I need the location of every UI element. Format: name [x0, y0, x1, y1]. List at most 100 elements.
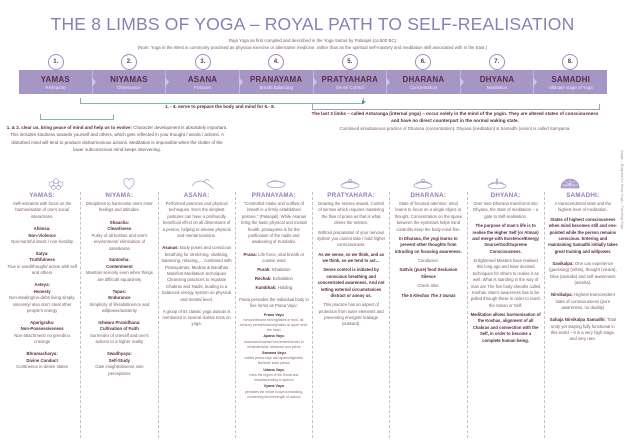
- term-sub: Divine Conduct: [26, 357, 58, 363]
- limb-badge-5: 5.: [341, 54, 358, 70]
- chevron-right-icon: [386, 77, 391, 87]
- term-sub: Endurance: [108, 295, 131, 301]
- vayu-name: Vyana Vayu: [263, 384, 285, 389]
- limb-name: PRATYAHARA: [321, 74, 379, 84]
- term-swadhyaya: Swadhyaya: Self-Study Gain insight/obser…: [84, 351, 154, 377]
- vayu-name: Prana Vayu: [263, 312, 284, 317]
- term-purak: Purak: Inhalation: [239, 267, 309, 273]
- dharana-conducive-list: Sattvic (pure) food Seclusion Silence: [399, 267, 458, 279]
- term-name: Satya:: [35, 250, 49, 256]
- vayu-samana: Samana Vayu unifies prana vayu and apana…: [239, 351, 309, 366]
- column-intro: Self-restraints with focus on the harmon…: [12, 201, 72, 219]
- icon-cell-yamas: [19, 176, 93, 190]
- term-sub: Truthfulness: [29, 257, 56, 263]
- column-dhyana: DHYANA: Over time Dharana transforms int…: [468, 192, 545, 438]
- term-bhramacharya: Bhramacharya: Divine Conduct Continence …: [7, 351, 77, 370]
- seated-meditation-icon: [340, 178, 360, 189]
- bracket-arrow-icon: [362, 100, 366, 104]
- column-intro: "Controlled intake and outflow of breath…: [241, 201, 307, 245]
- subtitle-line-2: (Note: Yoga in the West is commonly prac…: [137, 44, 488, 50]
- term-name: Kumbhak:: [255, 284, 277, 290]
- limb-header-asana[interactable]: ASANA Postures: [166, 70, 243, 94]
- limb-header-samadhi[interactable]: SAMADHI Ultimate stage of Yoga: [534, 70, 607, 94]
- limb-subtitle: Observance: [117, 84, 141, 90]
- limb-subtitle: Breath Balancing: [259, 84, 293, 90]
- column-title: NIYAMA:: [105, 192, 134, 199]
- term-savikalpa: Savikalpa: One can experience (guessing)…: [548, 261, 618, 287]
- intro-left-block: 1. & 2. clear us, bring peace of mind an…: [6, 124, 228, 153]
- bracket-limbs-1-2: [40, 114, 114, 120]
- intro-left-heading: 1. & 2. clear us, bring peace of mind an…: [6, 125, 132, 130]
- limb-detail-columns: YAMAS: Self-restraints with focus on the…: [4, 192, 621, 438]
- column-niyamas: NIYAMA: Disciplines to harmonise one's i…: [81, 192, 159, 438]
- term-name: Ishwara Pranidhana:: [98, 319, 141, 325]
- limb-icon-row: [19, 176, 607, 190]
- limb-subtitle: Restraints: [45, 84, 66, 90]
- intro-right-block: The last 3 limbs – called Antaranga (int…: [310, 110, 600, 133]
- column-pratyahara: PRATYAHARA: Drawing the senses inward. C…: [313, 192, 391, 438]
- heart-leaf-icon: [123, 177, 135, 189]
- chevron-right-icon: [165, 77, 170, 87]
- vayu-vyana: Vyana Vayu pervades the whole body/coord…: [239, 384, 309, 399]
- term-desc: Surrender of oneself and one's actions t…: [90, 332, 149, 345]
- badge-cell: 3.: [166, 54, 240, 70]
- limb-subtitle: Postures: [193, 84, 212, 90]
- term-nirvikalpa: Nirvikalpa: Highest transcendent state o…: [548, 292, 618, 311]
- vayu-name: Samana Vayu: [261, 350, 286, 355]
- limb-header-niyamas[interactable]: NIYAMAS Observance: [93, 70, 170, 94]
- term-desc: Non-attachment/ no greed/no cravings: [14, 332, 71, 345]
- term-desc: Non-stealing/no-debt/ living simply, sin…: [8, 295, 76, 313]
- term-desc: True in word/thought/ action with self a…: [7, 263, 78, 276]
- term-rechak: Rechak: Exhalation: [239, 276, 309, 282]
- term-desc: Continence in desire states: [16, 364, 69, 369]
- term-name: Tapas:: [112, 288, 127, 294]
- limb-name: DHARANA: [402, 74, 445, 84]
- vayu-name: Apana Vayu: [263, 334, 285, 339]
- intro-left-body: Character development is absolutely impo…: [9, 125, 228, 152]
- limb-name: ASANA: [187, 74, 218, 84]
- limb-number-badges: 1. 2. 3. 4. 5. 6. 7. 8.: [19, 54, 607, 70]
- limb-header-bar: YAMAS Restraints NIYAMAS Observance ASAN…: [19, 70, 607, 94]
- term-ahimsa: Ahimsa: Non-Violence Non-harmful intent …: [7, 226, 77, 245]
- page-subtitle: Raja Yoga as first compiled and describe…: [0, 38, 625, 52]
- term-desc: Gain insight/observe own perceptions: [95, 364, 144, 376]
- term-name: Swadhyaya:: [106, 351, 132, 357]
- limb-header-dharana[interactable]: DHARANA Concentration: [387, 70, 464, 94]
- pratyahara-p3: This practice has an aspect of protectio…: [318, 302, 384, 327]
- badge-cell: 5.: [313, 54, 387, 70]
- badge-cell: 8.: [534, 54, 608, 70]
- term-desc: Total unity yet staying fully functional…: [550, 317, 617, 342]
- term-desc: Maintain serenity even when things are d…: [85, 270, 153, 282]
- vayu-name: Udana Vayu: [263, 367, 285, 372]
- limb-header-pranayama[interactable]: PRANAYAMA Breath Balancing: [240, 70, 317, 94]
- icon-cell-dhyana: [460, 176, 534, 190]
- column-intro: Performed practices and physical techniq…: [162, 201, 231, 238]
- column-title: DHYANA:: [490, 192, 521, 199]
- icon-cell-asana: [166, 176, 240, 190]
- term-name: Nirvikalpa:: [550, 292, 573, 298]
- column-intro: A transcendental state and the highest l…: [554, 201, 612, 213]
- limb-header-pratyahara[interactable]: PRATYAHARA Sense Control: [314, 70, 391, 94]
- column-title: ASANA:: [183, 192, 210, 199]
- badge-cell: 6.: [387, 54, 461, 70]
- vayu-prana: Prana Vayu forward/inward moving/takes i…: [239, 313, 309, 333]
- prana-vayu-intro: Prana pervades the individual body in fi…: [238, 296, 309, 309]
- badge-cell: 2.: [93, 54, 167, 70]
- vayu-apana: Apana Vayu downward/outward movement/ser…: [239, 334, 309, 349]
- term-desc: One can experience (guessing) (vrittis),…: [549, 261, 617, 286]
- limb-badge-6: 6.: [415, 54, 432, 70]
- limb-header-dhyana[interactable]: DHYANA Meditation: [461, 70, 538, 94]
- limb-badge-4: 4.: [268, 54, 285, 70]
- term-aparigraha: Aparigraha: Non-Possessiveness Non-attac…: [7, 320, 77, 346]
- term-sub: Cultivation of Faith: [99, 326, 139, 332]
- term-name: Ahimsa:: [33, 226, 51, 232]
- limb-subtitle: Ultimate stage of Yoga: [548, 84, 593, 90]
- samadhi-bold-1: States of highest consciousness when min…: [548, 216, 618, 254]
- term-desc: Life force, vital breath or cosmic wind: [258, 251, 305, 264]
- limb-name: SAMADHI: [551, 74, 591, 84]
- term-name: Sahaja Nirvikalpa Samadhi:: [549, 317, 606, 323]
- icon-cell-dharana: [387, 176, 461, 190]
- term-name: Santosha:: [108, 257, 130, 263]
- limb-subtitle: Concentration: [409, 84, 438, 90]
- limb-header-yamas[interactable]: YAMAS Restraints: [19, 70, 96, 94]
